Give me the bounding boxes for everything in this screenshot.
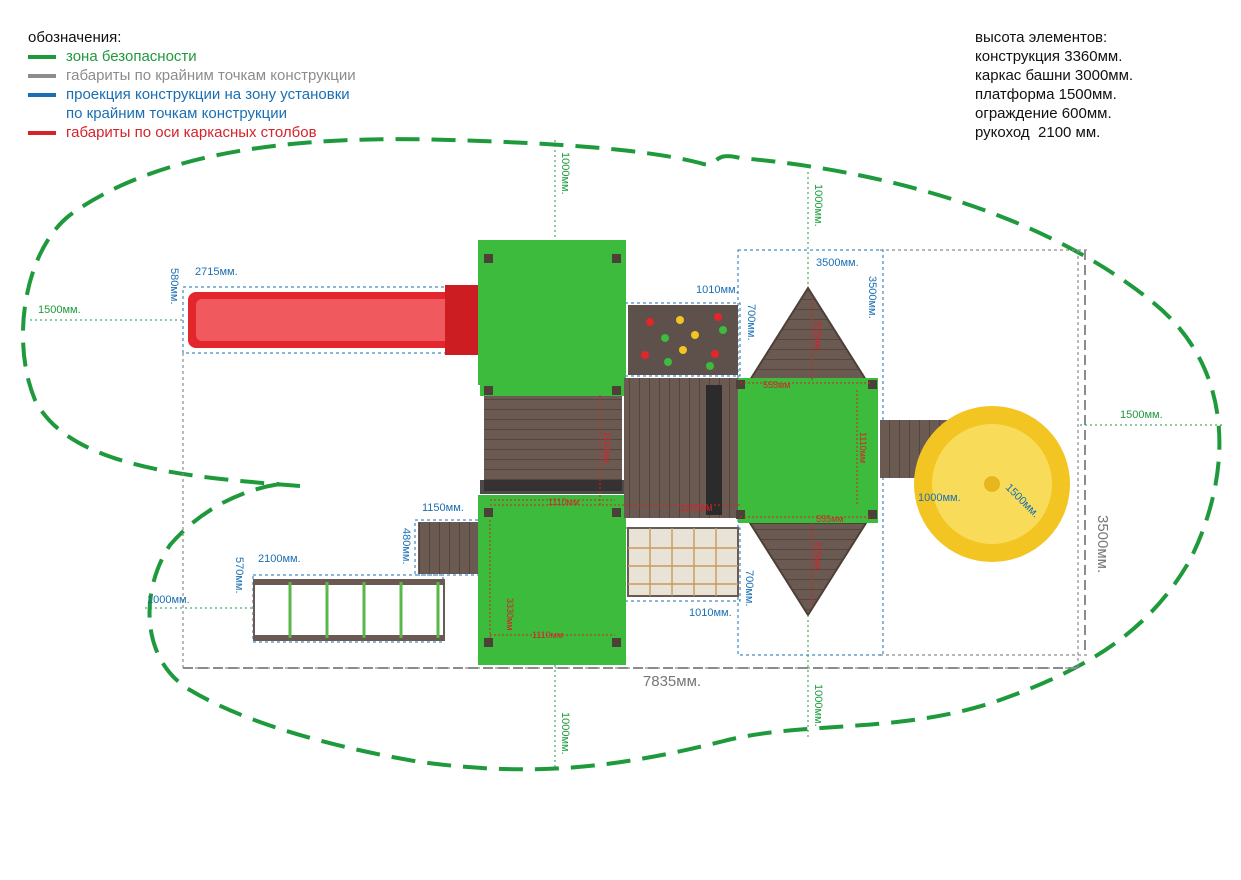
axis-1110-v1: 1110мм <box>602 432 612 463</box>
dim-slide-width: 580мм. <box>168 268 180 305</box>
dim-roof-width: 3500мм. <box>816 257 859 269</box>
spiral-slide <box>914 406 1070 562</box>
axis-555-bottom: 555мм <box>816 514 843 524</box>
heights-title: высота элементов: <box>975 29 1108 46</box>
safety-distance-lines <box>30 140 1225 770</box>
dim-spiral-platform: 1000мм. <box>918 492 961 504</box>
height-line: рукоход 2100 мм. <box>975 124 1101 141</box>
dim-safety-spiral: 1500мм. <box>1120 409 1163 421</box>
axis-lines <box>489 298 870 640</box>
gabarit-lines <box>182 249 1090 669</box>
total-length-dimension: 7835мм. <box>183 667 1078 690</box>
rock-wall <box>628 305 738 375</box>
heights-block: высота элементов: конструкция 3360мм. карк… <box>975 28 1133 142</box>
axis-1110-b: 1110мм <box>532 630 563 640</box>
legend-item-gabarit: габариты по крайним точкам конструкции <box>28 66 356 85</box>
dim-slide-length: 2715мм. <box>195 266 238 278</box>
axis-825-bottom: 825мм <box>813 542 823 569</box>
dim-safety-top-left: 1000мм. <box>559 152 571 195</box>
legend-label: габариты по крайним точкам конструкции <box>66 67 356 84</box>
dim-net-depth: 700мм. <box>743 570 755 607</box>
legend-label: габариты по оси каркасных столбов <box>66 124 317 141</box>
dim-safety-bottom-left: 1000мм. <box>559 712 571 755</box>
legend: обозначения: зона безопасности габариты … <box>28 28 356 142</box>
legend-swatch-green <box>28 55 56 59</box>
dim-roof-depth: 3500мм. <box>866 276 878 319</box>
legend-item-axis: габариты по оси каркасных столбов <box>28 123 356 142</box>
legend-swatch-red <box>28 131 56 135</box>
height-line: конструкция 3360мм. <box>975 48 1123 65</box>
axis-555-top: 555мм <box>763 380 790 390</box>
legend-title: обозначения: <box>28 29 122 46</box>
legend-label: проекция конструкции на зону установки <box>66 86 350 103</box>
height-line: ограждение 600мм. <box>975 105 1112 122</box>
deck-shadow <box>706 385 722 515</box>
dim-rock-width: 1010мм. <box>696 284 739 296</box>
legend-label: по крайним точкам конструкции <box>66 105 287 122</box>
monkey-bars <box>253 579 445 641</box>
total-width-label: 3500мм. <box>1094 515 1111 573</box>
legend-item-projection: проекция конструкции на зону установки <box>28 85 356 104</box>
legend-swatch-gray <box>28 74 56 78</box>
dim-safety-ladder: 1000мм. <box>147 594 190 606</box>
legend-item-safety-zone: зона безопасности <box>28 47 356 66</box>
step-platform <box>418 522 480 574</box>
axis-3330: 3330мм <box>505 598 515 630</box>
tower-roofs <box>478 240 626 665</box>
climbing-net <box>627 527 739 597</box>
axis-1110-a: 1110мм <box>548 497 579 507</box>
height-line: платформа 1500мм. <box>975 86 1117 103</box>
dim-safety-bottom-right: 1000мм. <box>812 684 824 727</box>
height-line: каркас башни 3000мм. <box>975 67 1134 84</box>
total-width-dimension: 3500мм. <box>1084 250 1111 650</box>
safety-zone-outline <box>20 137 1222 772</box>
legend-swatch-blue <box>28 93 56 97</box>
total-length-label: 7835мм. <box>643 673 701 690</box>
dim-step-width: 1150мм. <box>422 502 464 514</box>
axis-1110-v2: 1110мм <box>858 432 868 463</box>
dim-step-depth: 480мм. <box>400 528 412 565</box>
slide <box>188 285 485 355</box>
dim-monkey-length: 2100мм. <box>258 553 301 565</box>
dim-net-width: 1010мм. <box>689 607 732 619</box>
legend-item-projection-cont: по крайним точкам конструкции <box>28 104 356 123</box>
axis-825-top: 825мм <box>813 322 823 349</box>
dim-safety-top-right: 1000мм. <box>812 184 824 227</box>
tower-posts <box>484 254 877 647</box>
dim-monkey-width: 570мм. <box>233 557 245 594</box>
axis-2220: 2220мм <box>680 503 712 513</box>
dim-safety-slide: 1500мм. <box>38 304 81 316</box>
legend-label: зона безопасности <box>66 48 197 65</box>
dim-rock-depth: 700мм. <box>745 304 757 341</box>
roof-tower-right <box>738 286 878 617</box>
